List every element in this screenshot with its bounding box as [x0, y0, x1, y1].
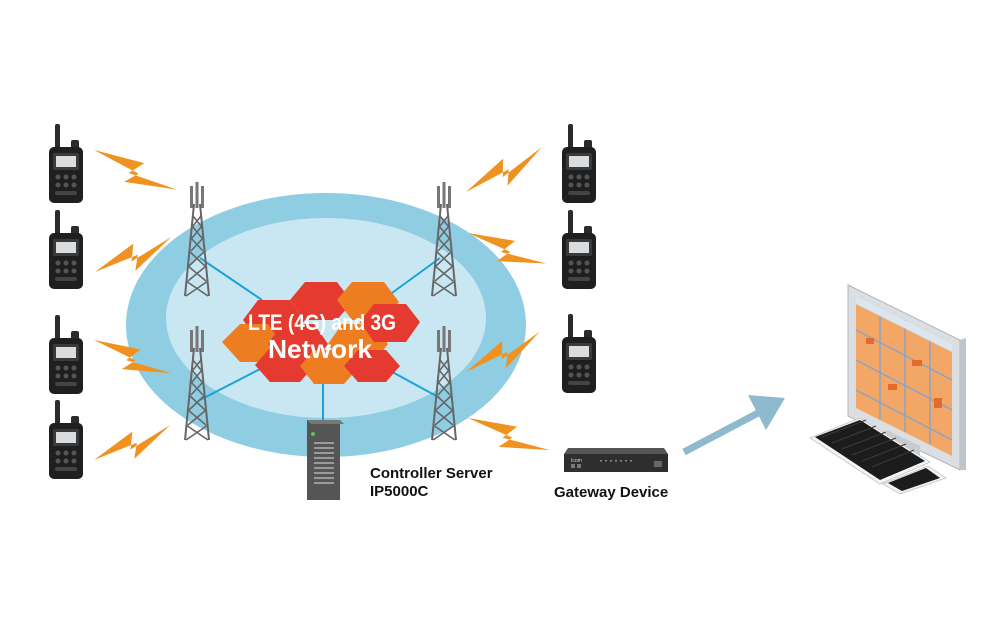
handheld-radio-icon: [562, 314, 596, 393]
dispatch-computer-icon: [808, 284, 966, 495]
handheld-radio-icon: [49, 210, 83, 289]
signal-bolt-icon: [87, 139, 181, 206]
link-tower-top-right: [384, 257, 441, 299]
gateway-device-label: Gateway Device: [554, 484, 669, 501]
controller-server-name: Controller Server: [370, 465, 493, 482]
link-tower-bottom-right: [384, 367, 441, 399]
network-title-line2: Network: [268, 334, 373, 364]
network-title-line1: LTE (4G) and 3G: [248, 310, 396, 335]
link-tower-bottom-left: [199, 367, 263, 401]
handheld-radio-icon: [49, 124, 83, 203]
controller-server-icon: [307, 420, 344, 500]
wired-links: [199, 257, 441, 420]
network-cloud: LTE (4G) and 3G Network: [222, 282, 420, 384]
data-flow-arrow: [682, 395, 785, 456]
controller-server-label: Controller Server IP5000C: [370, 465, 493, 501]
link-tower-top-left: [199, 257, 263, 301]
handheld-radio-icon: [49, 315, 83, 394]
handheld-radio-icon: [49, 400, 83, 479]
handheld-radio-icon: [562, 124, 596, 203]
gateway-device-icon: Icom: [564, 448, 668, 472]
controller-server-model: IP5000C: [370, 483, 429, 500]
gateway-brand-label: Icom: [571, 458, 582, 464]
signal-bolt-icon: [460, 140, 551, 205]
signal-bolt-icon: [462, 407, 554, 467]
signal-bolt-icon: [89, 417, 178, 473]
handheld-radio-icon: [562, 210, 596, 289]
